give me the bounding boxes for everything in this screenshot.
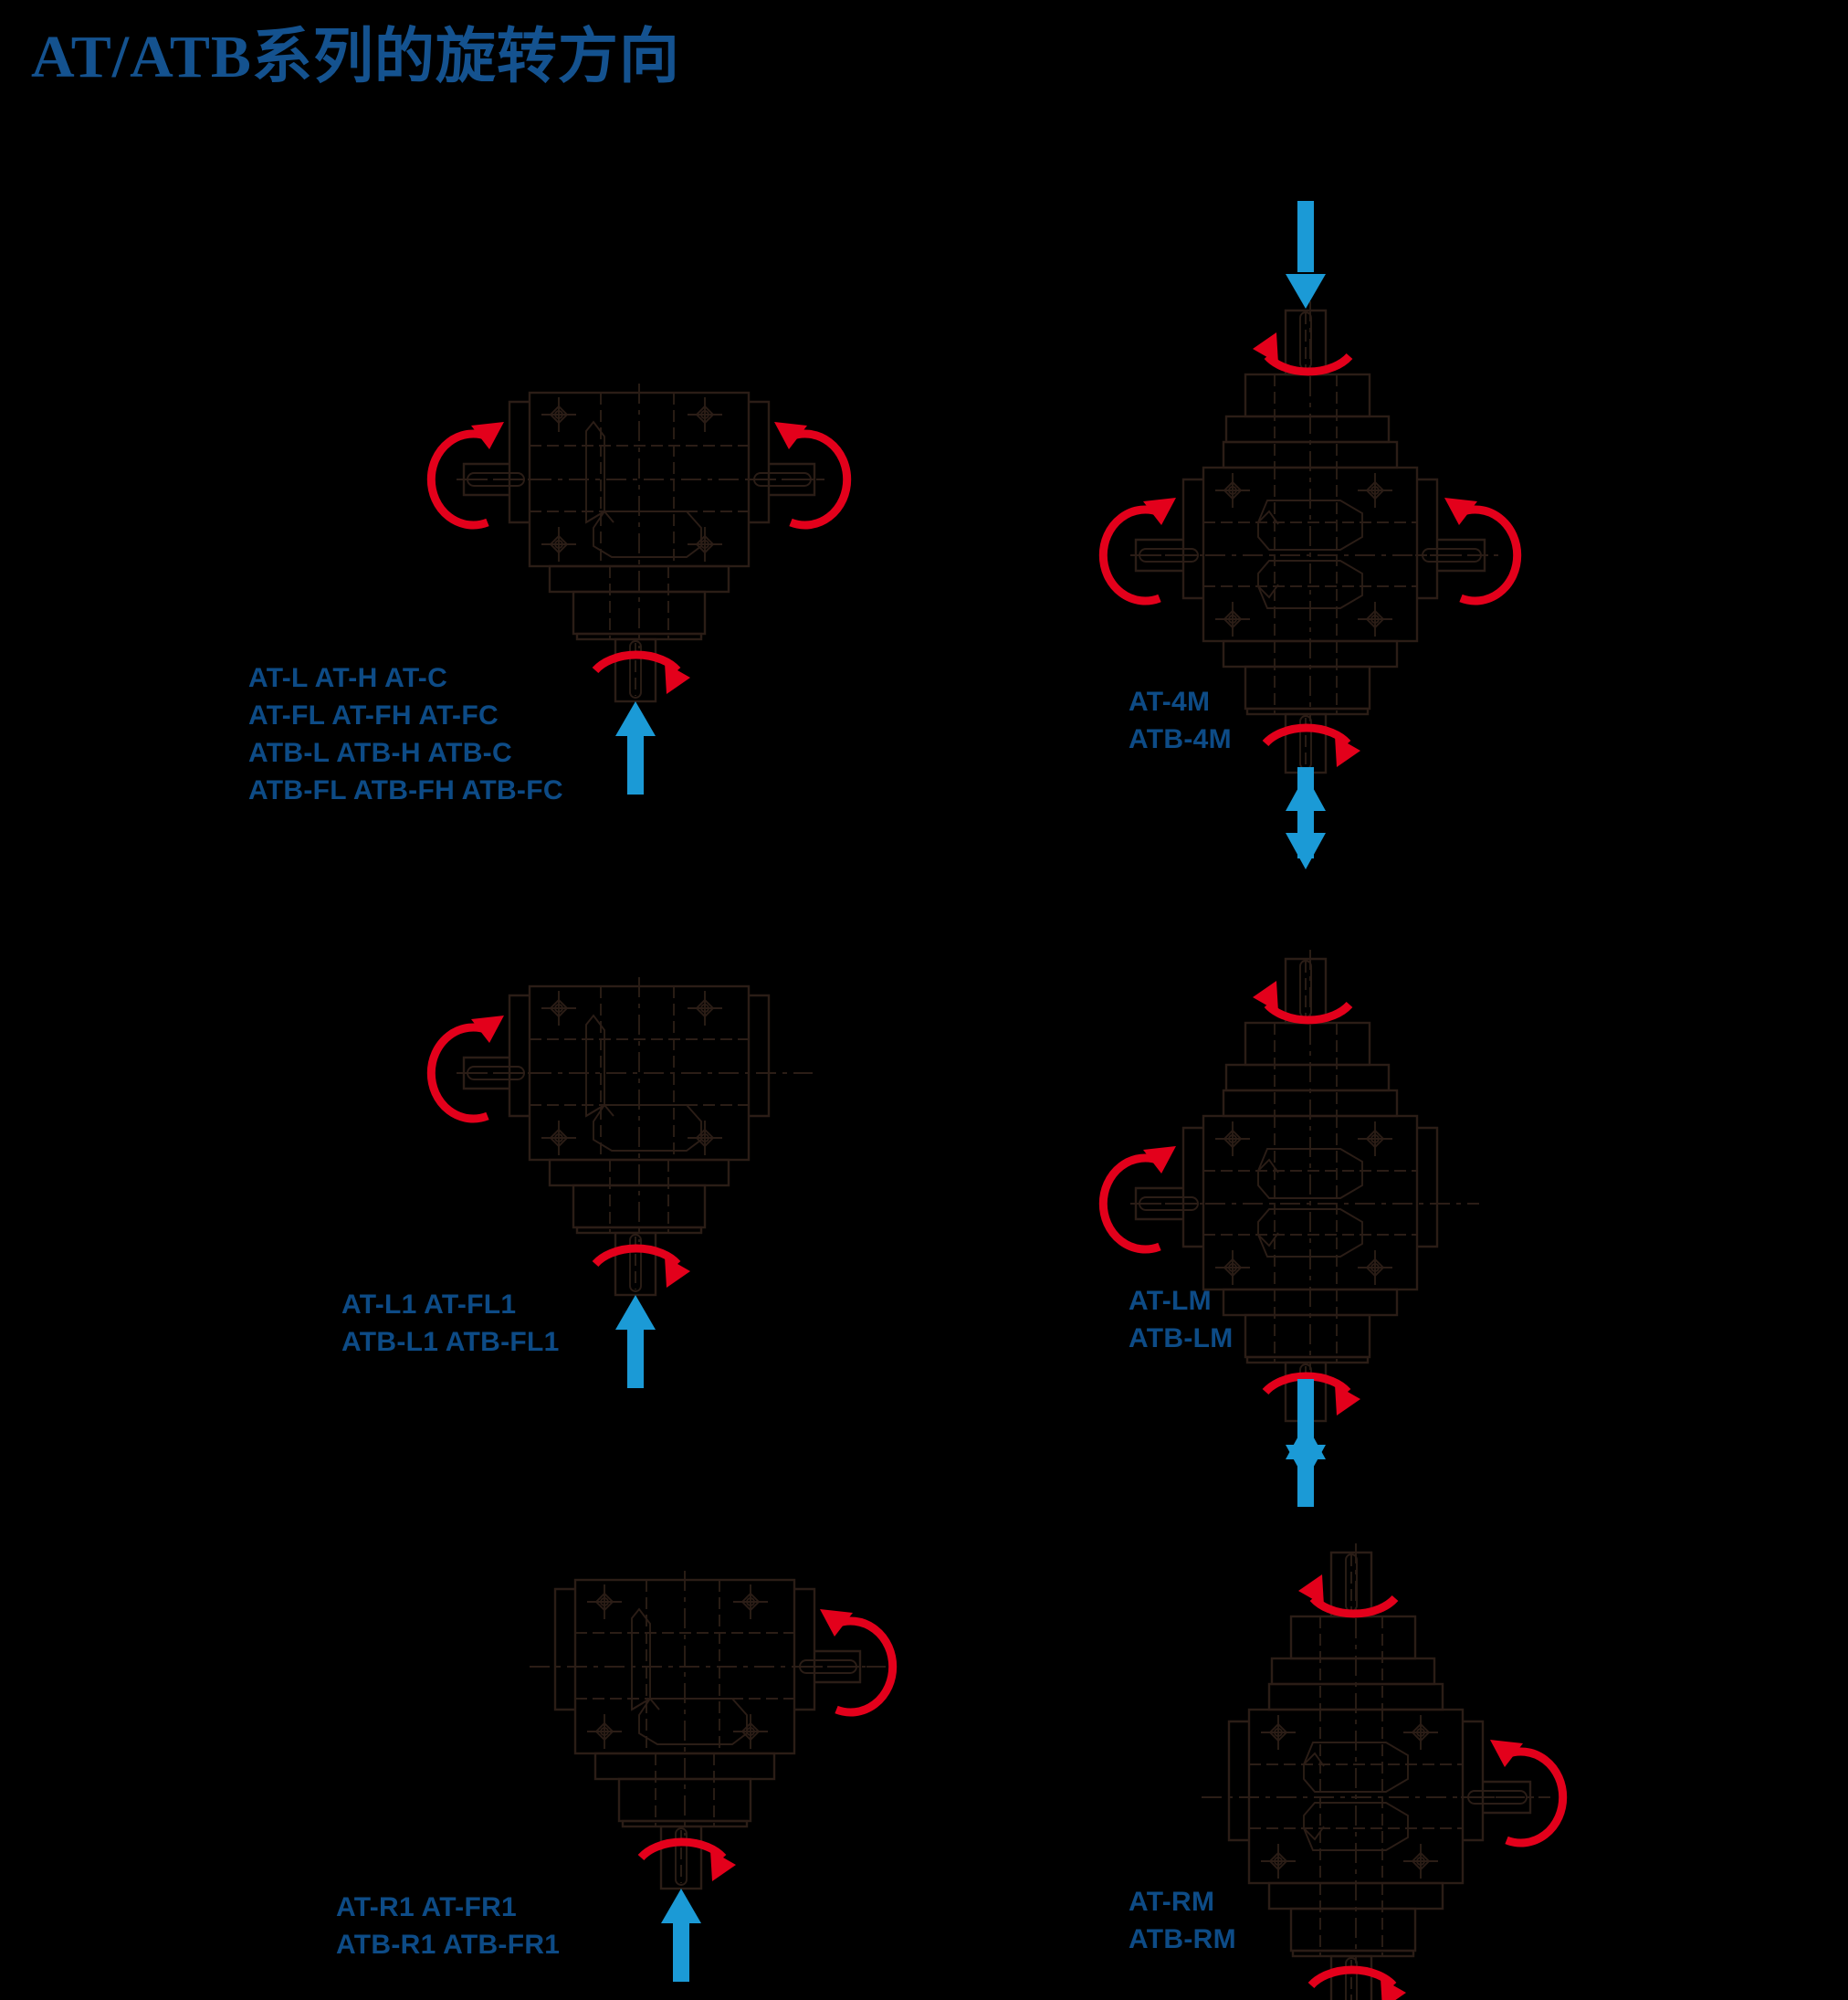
rotation-arrow-right (774, 422, 852, 530)
rotation-arrow-bottom (637, 1837, 736, 1881)
bolt-hole-icon (1261, 1844, 1296, 1879)
bolt-hole-icon (688, 527, 722, 562)
label-at-l-h-c: AT-L AT-H AT-C AT-FL AT-FH AT-FC ATB-L A… (248, 659, 563, 809)
input-arrow-bottom (615, 1295, 656, 1388)
bolt-hole-icon (688, 1121, 722, 1155)
shaft-top (1284, 957, 1328, 1025)
bolt-hole-icon (1358, 602, 1392, 637)
rotation-arrow-bottom (1262, 1372, 1360, 1416)
connector-arrow-lm-rm (1278, 1379, 1333, 1489)
shaft-right (1415, 538, 1488, 573)
input-arrow-bottom (661, 1889, 701, 1982)
gearbox-unit-at-rm (1141, 1416, 1570, 2000)
bolt-hole-icon (1403, 1715, 1438, 1750)
gearbox-unit-at-l-h-c (426, 365, 852, 804)
bolt-hole-icon (688, 397, 722, 432)
shaft-left (1130, 538, 1203, 573)
gearbox-unit-at-l1 (426, 959, 849, 1397)
shaft-top (1284, 309, 1328, 376)
shaft-left (1130, 1186, 1203, 1221)
bolt-hole-icon (688, 991, 722, 1026)
shaft-bottom (1284, 712, 1328, 774)
rotation-arrow-right (1444, 498, 1522, 605)
rotation-arrow-left (1098, 498, 1176, 605)
rotation-arrow-top (1298, 1574, 1399, 1618)
label-at-l1: AT-L1 AT-FL1 ATB-L1 ATB-FL1 (341, 1286, 560, 1361)
input-arrow-down (1286, 1379, 1326, 1481)
input-arrow-top (1286, 201, 1326, 309)
connector-arrow-4m-lm (1278, 767, 1333, 877)
rotation-arrow-bottom (1262, 723, 1360, 767)
bolt-hole-icon (541, 991, 576, 1026)
label-line: AT-4M (1129, 687, 1211, 717)
bolt-hole-icon (1215, 473, 1250, 508)
label-at-r1: AT-R1 AT-FR1 ATB-R1 ATB-FR1 (336, 1889, 560, 1963)
bolt-hole-icon (1261, 1715, 1296, 1750)
rotation-arrow-bottom (592, 650, 690, 694)
input-arrow-bottom (615, 701, 656, 795)
page-title: AT/ATB系列的旋转方向 (31, 24, 680, 90)
rotation-arrow-bottom (592, 1244, 690, 1288)
rotation-arrow-left (426, 1016, 504, 1123)
bolt-hole-icon (587, 1584, 622, 1619)
bolt-hole-icon (1215, 1121, 1250, 1156)
label-line: ATB-LM (1129, 1323, 1234, 1353)
shaft-left (458, 462, 531, 497)
bolt-hole-icon (541, 527, 576, 562)
rotation-arrow-top (1253, 332, 1353, 376)
shaft-right (1461, 1780, 1534, 1815)
rotation-arrow-right (1490, 1740, 1568, 1847)
gearbox-drawing-at-r1 (530, 1571, 898, 1982)
gearbox-unit-at-r1 (493, 1553, 898, 1991)
label-line: AT-RM (1129, 1887, 1215, 1917)
label-line: AT-FL AT-FH AT-FC (248, 700, 499, 731)
bolt-hole-icon (1358, 1121, 1392, 1156)
rotation-arrow-left (426, 422, 504, 530)
rotation-arrow-bottom (1307, 1965, 1406, 2000)
label-line: AT-L AT-H AT-C (248, 663, 448, 693)
label-line: ATB-L1 ATB-FL1 (341, 1327, 560, 1357)
label-line: ATB-4M (1129, 724, 1232, 754)
label-line: AT-L1 AT-FL1 (341, 1289, 517, 1320)
bolt-hole-icon (1358, 473, 1392, 508)
label-at-lm: AT-LM ATB-LM (1129, 1282, 1234, 1357)
bolt-hole-icon (541, 397, 576, 432)
label-line: ATB-FL ATB-FH ATB-FC (248, 775, 563, 805)
bolt-hole-icon (1215, 602, 1250, 637)
input-arrow-down (1286, 767, 1326, 869)
shaft-right (747, 462, 820, 497)
bolt-hole-icon (587, 1714, 622, 1749)
rotation-arrow-left (1098, 1146, 1176, 1254)
gearbox-drawing-at-rm (1202, 1543, 1568, 2000)
gearbox-drawing-at-4m (1098, 201, 1522, 858)
label-line: AT-R1 AT-FR1 (336, 1892, 518, 1922)
label-line: ATB-RM (1129, 1924, 1236, 1954)
label-at-rm: AT-RM ATB-RM (1129, 1883, 1236, 1958)
label-line: ATB-R1 ATB-FR1 (336, 1930, 561, 1960)
bolt-hole-icon (541, 1121, 576, 1155)
gearbox-unit-at-4m (1096, 174, 1525, 858)
bolt-hole-icon (1215, 1250, 1250, 1285)
rotation-arrow-top (1253, 981, 1353, 1025)
shaft-top (1329, 1551, 1373, 1618)
shaft-left (458, 1056, 531, 1090)
bolt-hole-icon (733, 1584, 768, 1619)
shaft-bottom (1329, 1954, 1373, 2000)
label-at-4m: AT-4M ATB-4M (1129, 683, 1232, 758)
bolt-hole-icon (733, 1714, 768, 1749)
rotation-arrow-right (820, 1609, 898, 1717)
bolt-hole-icon (1358, 1250, 1392, 1285)
shaft-right (793, 1649, 866, 1684)
label-line: ATB-L ATB-H ATB-C (248, 738, 512, 768)
gearbox-drawing-at-l1 (426, 977, 813, 1388)
label-line: AT-LM (1129, 1286, 1212, 1316)
gearbox-drawing-at-l-h-c (426, 384, 852, 795)
bolt-hole-icon (1403, 1844, 1438, 1879)
